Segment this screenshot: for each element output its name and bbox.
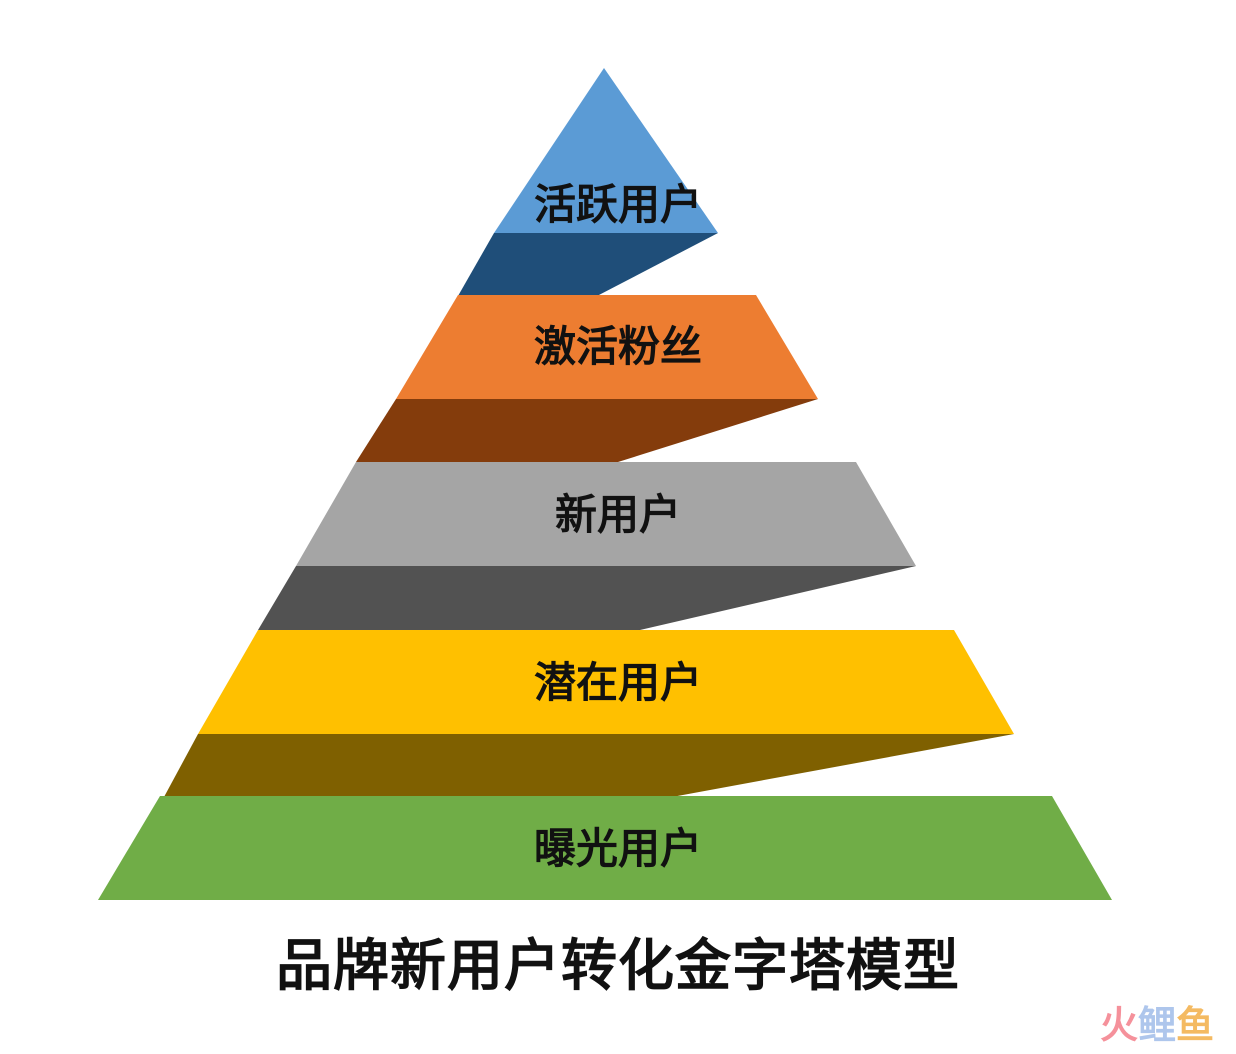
tier-potential-users [198,630,1014,734]
tier-shadow-activated-fans [356,399,818,462]
tier-label-exposure-users: 曝光用户 [533,824,702,873]
watermark-logo: 火 鲤 鱼 [1100,1004,1214,1046]
tier-label-active-users: 活跃用户 [533,180,702,229]
tier-label-activated-fans: 激活粉丝 [533,322,702,371]
tier-exposure-users [98,796,1112,900]
tier-shadow-active-users [458,233,718,296]
watermark-char-3: 鱼 [1175,1003,1214,1047]
watermark-char-1: 火 [1099,1003,1138,1047]
tier-label-new-users: 新用户 [554,490,681,539]
tier-label-potential-users: 潜在用户 [533,658,702,707]
tier-activated-fans [396,295,818,399]
diagram-title: 品牌新用户转化金字塔模型 [276,934,960,999]
tier-shadow-new-users [258,566,916,630]
tier-shadow-potential-users [164,734,1014,797]
watermark-char-2: 鲤 [1137,1003,1176,1047]
tier-active-users [494,68,718,233]
tier-new-users [296,462,916,566]
